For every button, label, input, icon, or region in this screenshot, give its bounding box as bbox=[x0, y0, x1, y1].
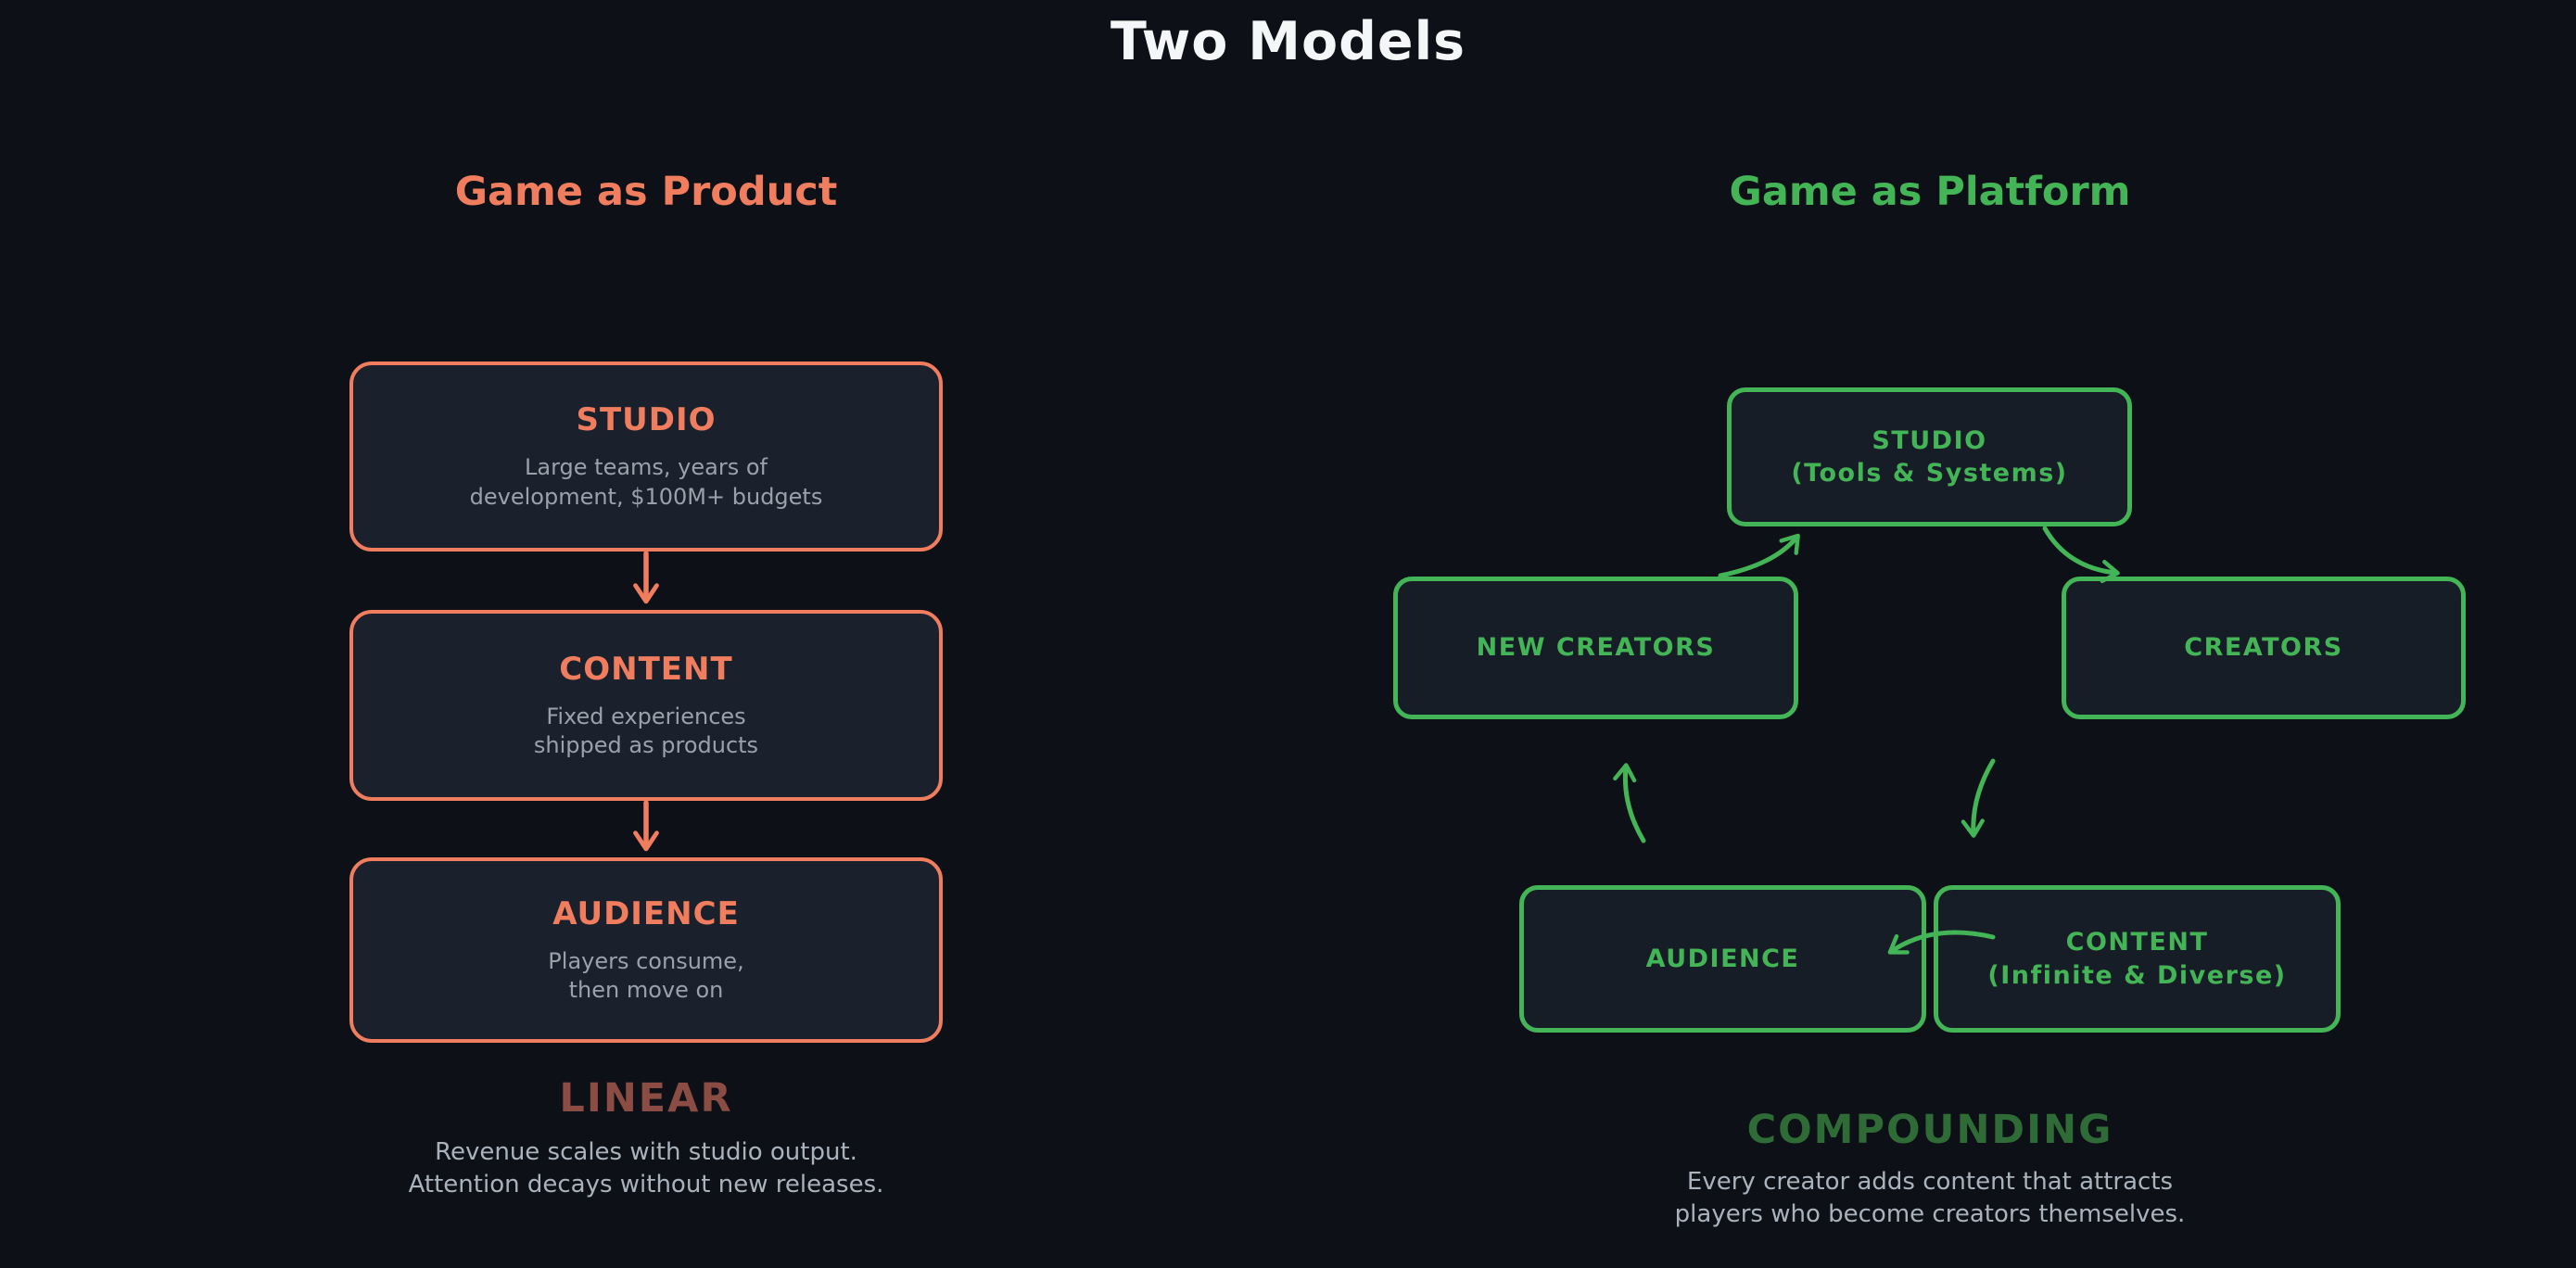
product-box-audience-title: AUDIENCE bbox=[552, 894, 740, 932]
arrow-new-creators-to-studio bbox=[1718, 533, 1800, 578]
caption-line-2: players who become creators themselves. bbox=[1674, 1200, 2186, 1229]
platform-box-audience: AUDIENCE bbox=[1519, 885, 1926, 1033]
product-box-content-desc: Fixed experiences shipped as products bbox=[534, 703, 758, 760]
platform-box-studio-line2: (Tools & Systems) bbox=[1791, 459, 2068, 488]
platform-box-studio-line1: STUDIO bbox=[1872, 425, 1987, 455]
platform-box-new-creators-label: NEW CREATORS bbox=[1476, 633, 1716, 663]
product-box-content: CONTENT Fixed experiences shipped as pro… bbox=[349, 610, 943, 801]
desc-line-1: Large teams, years of bbox=[525, 454, 768, 481]
platform-box-content-line1: CONTENT bbox=[2065, 928, 2209, 957]
product-box-studio-desc: Large teams, years of development, $100M… bbox=[470, 453, 823, 511]
platform-heading: Game as Platform bbox=[1729, 169, 2131, 215]
platform-box-content-line2: (Infinite & Diverse) bbox=[1987, 960, 2287, 990]
product-heading: Game as Product bbox=[454, 169, 838, 215]
product-verdict-label: LINEAR bbox=[559, 1075, 733, 1122]
desc-line-2: shipped as products bbox=[533, 732, 759, 758]
desc-line-2: development, $100M+ budgets bbox=[469, 483, 823, 510]
platform-box-audience-label: AUDIENCE bbox=[1645, 944, 1800, 973]
arrow-studio-to-creators bbox=[2042, 526, 2120, 584]
product-box-content-title: CONTENT bbox=[559, 650, 733, 688]
product-box-audience: AUDIENCE Players consume, then move on bbox=[349, 857, 943, 1043]
arrow-creators-to-content bbox=[1961, 758, 1996, 838]
page-title: Two Models bbox=[1110, 11, 1466, 72]
platform-caption: Every creator adds content that attracts… bbox=[1513, 1166, 2347, 1231]
platform-verdict-label: COMPOUNDING bbox=[1746, 1107, 2113, 1153]
platform-box-studio: STUDIO (Tools & Systems) bbox=[1727, 387, 2132, 526]
product-box-studio-title: STUDIO bbox=[576, 401, 717, 439]
desc-line-1: Players consume, bbox=[548, 947, 744, 974]
caption-line-1: Every creator adds content that attracts bbox=[1686, 1168, 2174, 1196]
arrow-audience-to-new-creators bbox=[1613, 763, 1646, 843]
caption-line-2: Attention decays without new releases. bbox=[408, 1171, 884, 1199]
platform-box-content: CONTENT (Infinite & Diverse) bbox=[1934, 885, 2341, 1033]
platform-box-creators: CREATORS bbox=[2062, 577, 2466, 719]
platform-box-creators-label: CREATORS bbox=[2184, 633, 2343, 663]
product-box-studio: STUDIO Large teams, years of development… bbox=[349, 361, 943, 552]
product-box-audience-desc: Players consume, then move on bbox=[548, 947, 743, 1005]
desc-line-2: then move on bbox=[568, 977, 724, 1003]
desc-line-1: Fixed experiences bbox=[546, 703, 746, 729]
product-caption: Revenue scales with studio output. Atten… bbox=[229, 1136, 1063, 1201]
platform-box-new-creators: NEW CREATORS bbox=[1393, 577, 1798, 719]
caption-line-1: Revenue scales with studio output. bbox=[435, 1138, 857, 1166]
